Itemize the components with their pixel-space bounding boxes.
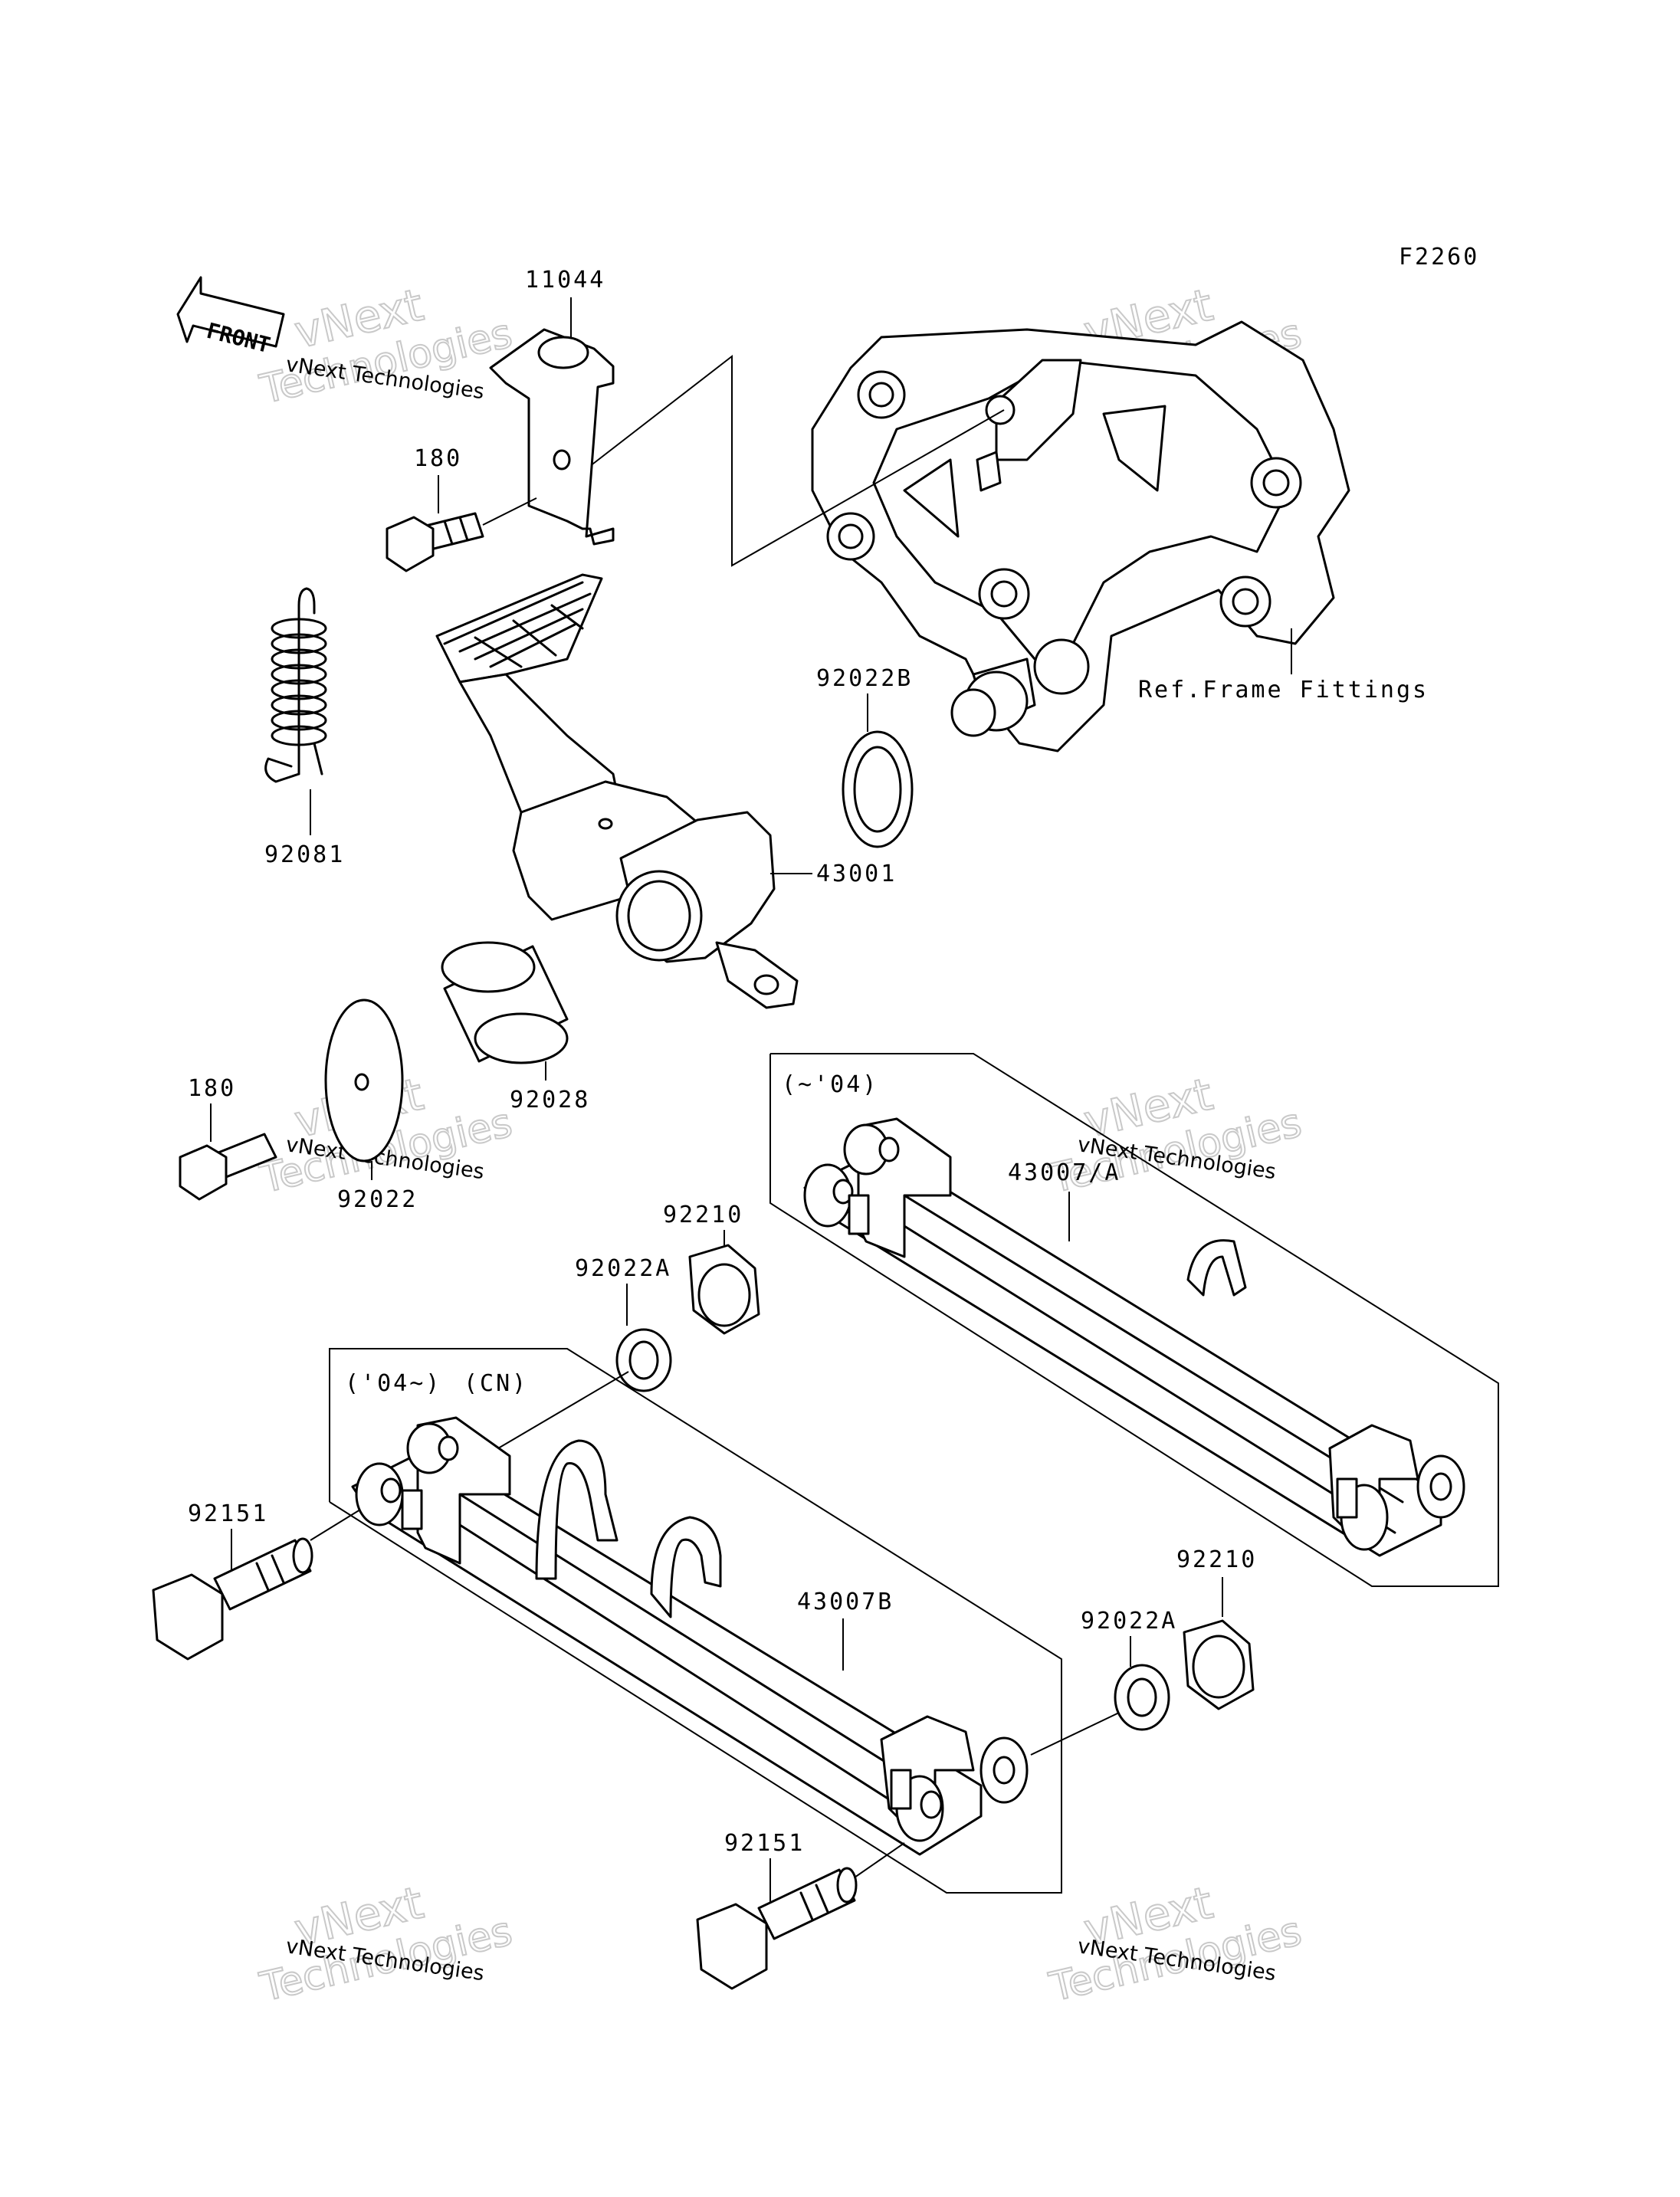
washer-92022A-upper (615, 1328, 672, 1392)
variant-label-market: (CN) (464, 1370, 528, 1397)
bolt-180-top (386, 512, 484, 572)
bolt-92151-left (152, 1537, 313, 1661)
bolt-92151-bottom (696, 1867, 858, 1990)
part-label-43001: 43001 (816, 861, 897, 887)
bracket-11044 (489, 328, 615, 546)
watermark-bottom-left: vNext Technologies (255, 1876, 517, 2012)
front-arrow-icon: FRONT (176, 276, 285, 358)
part-label-92151-left: 92151 (188, 1500, 268, 1527)
variant-box-early (769, 1053, 1499, 1587)
bolt-bottom-axis (854, 1842, 905, 1878)
rod-b-axis-upper (497, 1371, 629, 1449)
washer-92022A-lower (1114, 1664, 1170, 1731)
part-label-92022A-lower: 92022A (1081, 1608, 1177, 1635)
part-label-43007A: 43007/A (1008, 1159, 1121, 1186)
nut-92210-upper (688, 1244, 760, 1335)
tie-rod-43007B (351, 1416, 1029, 1856)
part-label-92022B: 92022B (816, 665, 913, 692)
bolt-180-mid (179, 1133, 277, 1201)
part-label-180-top: 180 (414, 445, 462, 472)
part-label-92028: 92028 (510, 1087, 590, 1113)
part-label-92210-lower: 92210 (1176, 1546, 1257, 1573)
watermark-bottom-right: vNext Technologies (1045, 1876, 1307, 2012)
nut-92210-lower (1183, 1619, 1255, 1710)
bolt-top-axis (482, 497, 537, 526)
washer-92022B (842, 730, 914, 848)
bolt-left-axis (310, 1509, 361, 1541)
frame-fitting-reference (811, 320, 1350, 753)
ref-frame-fittings-note: Ref.Frame Fittings (1138, 677, 1429, 703)
washer-92022 (324, 998, 404, 1162)
tie-rod-43007A (803, 1117, 1465, 1557)
variant-box-late (329, 1348, 1062, 1894)
brake-pedal-43001 (435, 573, 799, 1009)
rod-b-axis-lower (1030, 1712, 1120, 1756)
part-label-92022A-upper: 92022A (575, 1255, 671, 1282)
part-label-92210-upper: 92210 (663, 1202, 743, 1228)
part-label-92022: 92022 (337, 1186, 418, 1213)
bracket-to-frame-leader (586, 354, 1005, 567)
part-label-43007B: 43007B (797, 1589, 894, 1615)
variant-label-early: (~'04) (782, 1071, 878, 1098)
part-label-11044: 11044 (525, 267, 605, 293)
variant-label-late: ('04~) (345, 1370, 441, 1397)
part-label-92151-bottom: 92151 (724, 1830, 805, 1857)
diagram-id: F2260 (1399, 244, 1479, 271)
spring-92081 (264, 587, 327, 783)
part-label-92081: 92081 (264, 841, 345, 868)
part-label-180-mid: 180 (188, 1075, 236, 1102)
collar-92028 (441, 941, 569, 1064)
